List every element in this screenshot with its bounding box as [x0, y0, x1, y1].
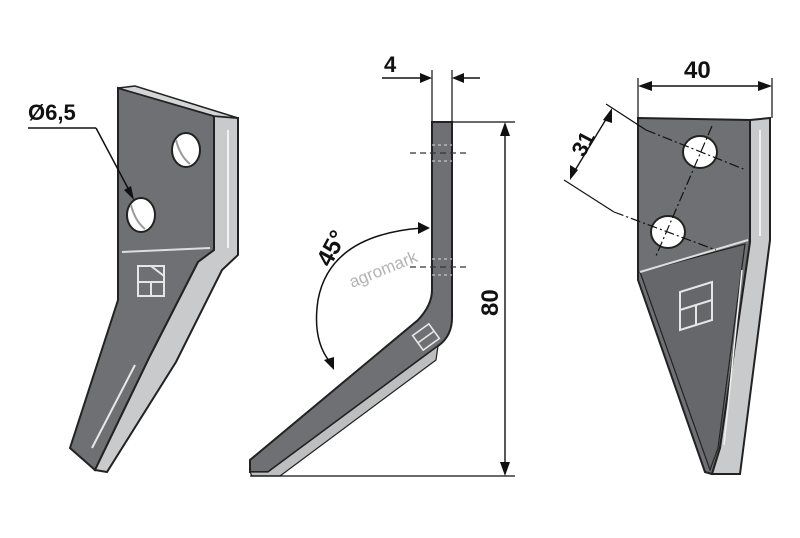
- blade-highlight: [91, 364, 136, 449]
- angle-arrow: [418, 222, 430, 234]
- bend-line: [121, 247, 211, 253]
- width-arrow: [638, 81, 652, 91]
- hole-shadow: [175, 139, 191, 165]
- width-label: 40: [684, 57, 711, 84]
- mounting-hole: [126, 197, 156, 233]
- blade-back-edge: [710, 116, 771, 475]
- hole-shadow: [130, 204, 146, 230]
- angle-arrow: [324, 357, 334, 370]
- blade-front-edge: [93, 114, 239, 474]
- width-arrow: [758, 81, 772, 91]
- hole-spacing-label: 31: [566, 127, 600, 160]
- spacing-arrow: [570, 165, 578, 180]
- thickness-arrow: [452, 73, 464, 83]
- spacing-extension: [563, 179, 615, 213]
- spacing-extension: [605, 103, 647, 131]
- diameter-arrow: [124, 186, 134, 200]
- logo-stamp: [137, 265, 165, 297]
- blade-back-view: 40 31: [563, 57, 773, 476]
- spacing-dim-line: [573, 115, 609, 173]
- blade-front-view: Ø6,5: [28, 85, 239, 474]
- logo-stamp: [679, 280, 713, 332]
- mounting-hole: [171, 132, 201, 168]
- bend-line: [639, 239, 749, 273]
- hole-axis: [655, 125, 713, 257]
- height-arrow: [500, 462, 510, 476]
- spacing-arrow: [603, 108, 612, 123]
- thickness-label: 4: [384, 52, 397, 77]
- watermark: agromark: [346, 247, 420, 292]
- angle-arc: [315, 227, 423, 363]
- logo-stamp: [411, 322, 441, 352]
- blade-highlight: [723, 269, 743, 446]
- blade-back-lower-face: [639, 243, 746, 472]
- hole-axis: [613, 211, 717, 251]
- thickness-arrow: [420, 73, 432, 83]
- angle-label: 45°: [311, 226, 352, 271]
- height-label: 80: [477, 289, 504, 316]
- height-arrow: [500, 122, 510, 136]
- diameter-leader: [95, 127, 131, 193]
- blade-side-view: 4 80 45° agromark: [249, 52, 515, 477]
- diameter-label: Ø6,5: [28, 100, 76, 125]
- blade-front-top-bevel: [117, 85, 239, 119]
